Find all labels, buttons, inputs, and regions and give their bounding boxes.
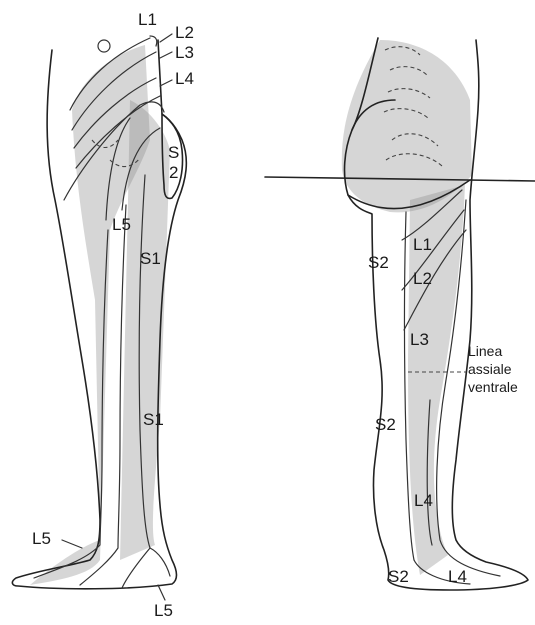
label-l5-foot: L5 <box>154 601 173 620</box>
label-s-upper: S <box>168 143 179 162</box>
right-leg: S2 L1 L2 L3 S2 L4 S2 L4 Linea assiale ve… <box>265 38 535 590</box>
label-s1-calf: S1 <box>143 410 164 429</box>
left-leg: L1 L2 L3 L4 S 2 L5 S1 S1 L5 L5 <box>12 10 194 620</box>
label-l4-foot: L4 <box>448 567 467 586</box>
label-l3: L3 <box>175 43 194 62</box>
label-s2-foot: S2 <box>388 567 409 586</box>
axial-line-label-1: Linea <box>468 343 502 359</box>
label-l5-ankle: L5 <box>32 529 51 548</box>
label-s-lower: 2 <box>169 163 178 182</box>
label-l2-right: L2 <box>413 269 432 288</box>
label-s1-thigh: S1 <box>140 249 161 268</box>
label-l4-calf: L4 <box>414 491 433 510</box>
axial-line-label-2: assiale <box>468 361 512 377</box>
label-l5-thigh: L5 <box>112 215 131 234</box>
label-l2: L2 <box>175 23 194 42</box>
label-l4: L4 <box>175 69 194 88</box>
axial-line-label-3: ventrale <box>468 379 518 395</box>
label-s2-calf: S2 <box>375 415 396 434</box>
label-l3-right: L3 <box>410 330 429 349</box>
label-s2-thigh: S2 <box>368 253 389 272</box>
label-l1: L1 <box>138 10 157 29</box>
label-l1-right: L1 <box>413 235 432 254</box>
